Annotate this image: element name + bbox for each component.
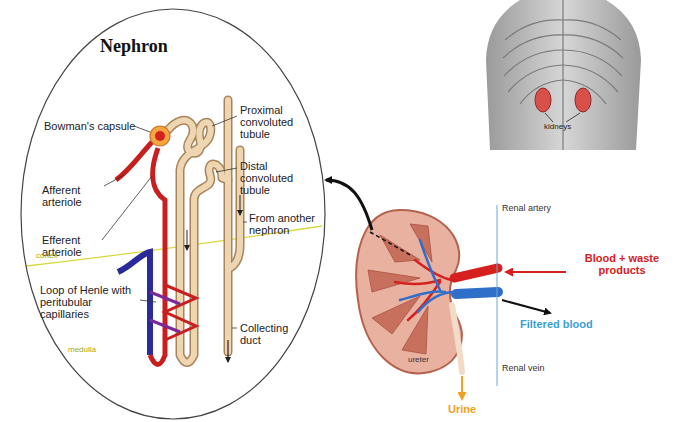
part-label: Distal convoluted tubule (240, 160, 302, 196)
flow-label: Blood + waste products (570, 252, 674, 276)
part-label: From another nephron (249, 212, 319, 236)
part-label: ureter (408, 356, 444, 365)
part-label: Loop of Henle with peritubular capillari… (40, 284, 142, 320)
part-label: Proximal convoluted tubule (240, 104, 302, 140)
part-label: Afferent arteriole (42, 184, 106, 208)
region-label: cortex (36, 252, 76, 261)
flow-label: Filtered blood (520, 318, 610, 330)
part-label: Renal artery (502, 204, 572, 214)
part-label: Collecting duct (240, 322, 300, 346)
nephron-title: Nephron (100, 36, 168, 57)
part-label: Bowman's capsule (44, 120, 136, 132)
flow-label: Urine (448, 403, 498, 415)
region-label: medulla (68, 346, 118, 355)
part-label: kidneys (544, 123, 584, 132)
part-label: Renal vein (502, 364, 562, 374)
